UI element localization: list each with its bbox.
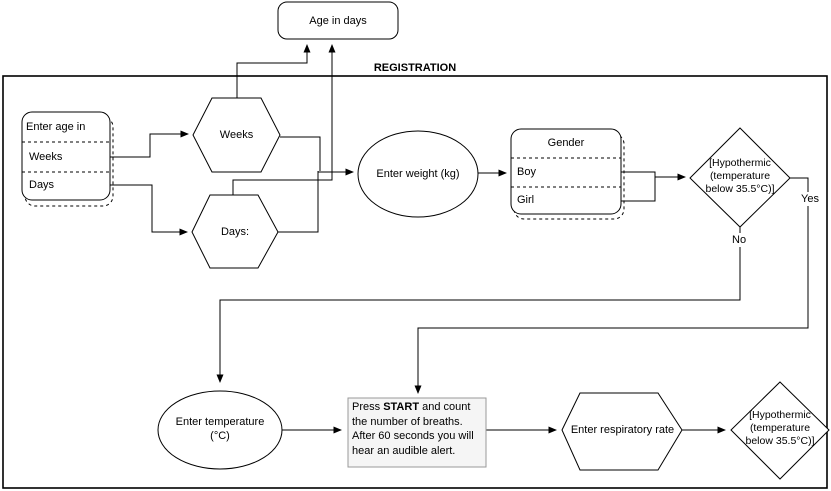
gender-row-boy: Boy: [517, 166, 536, 178]
respiratory-label: Enter respiratory rate: [570, 424, 675, 436]
hypothermic-top-diamond[interactable]: [689, 127, 791, 228]
temperature-line2: (°C): [210, 430, 230, 442]
edge-weeksrow-to-weekshex: [110, 130, 189, 158]
age-in-days-label: Age in days: [309, 15, 367, 27]
press-start-note[interactable]: [347, 397, 487, 468]
temperature-label: Enter temperature (°C): [158, 415, 282, 443]
gender-node[interactable]: [510, 128, 622, 215]
press-start-prefix: Press: [352, 401, 384, 413]
hypothermic-bottom-line1: [Hypothermic: [749, 409, 811, 421]
hypothermic-bottom-line2: (temperature: [749, 422, 811, 434]
weeks-hexagon-label: Weeks: [219, 129, 254, 141]
edge-days-to-ageindays: [232, 44, 336, 195]
temperature-line1: Enter temperature: [175, 416, 265, 428]
no-edge-label: No: [731, 233, 748, 247]
hypothermic-bottom-diamond[interactable]: [730, 381, 830, 480]
days-hexagon-label: Days:: [220, 226, 250, 238]
hypothermic-top-line3: below 35.5°C)]: [705, 183, 775, 195]
hypothermic-top-line2: (temperature: [709, 170, 771, 182]
edge-no-path: [216, 227, 741, 383]
press-start-suffix: and count: [419, 401, 471, 413]
age-in-days-node[interactable]: [277, 1, 399, 40]
respiratory-hexagon[interactable]: [561, 392, 683, 471]
gender-row-girl: Girl: [517, 194, 535, 206]
age-list-row-weeks: Weeks: [29, 151, 63, 163]
edge-daysrow-to-dayshex: [110, 184, 188, 236]
weight-label: Enter weight (kg): [376, 168, 460, 180]
press-start-bold: START: [383, 401, 420, 413]
hypothermic-bottom-line3: below 35.5°C)]: [745, 435, 815, 447]
edge-weeks-merge: [280, 136, 321, 171]
age-list-header: Enter age in: [26, 121, 86, 133]
temperature-ellipse[interactable]: [157, 390, 283, 470]
yes-edge-label: Yes: [800, 192, 820, 206]
edge-days-merge: [278, 171, 319, 233]
press-start-text: Press START and count the number of brea…: [352, 400, 484, 458]
weight-ellipse[interactable]: [357, 130, 479, 218]
press-start-line4: hear an audible alert.: [352, 444, 456, 457]
gender-header: Gender: [547, 137, 585, 149]
days-hexagon[interactable]: [191, 194, 279, 269]
press-start-line2: the number of breaths.: [352, 415, 463, 428]
registration-title: REGISTRATION: [373, 62, 457, 74]
hypothermic-bottom-label: [Hypothermic (temperature below 35.5°C)]: [732, 409, 828, 448]
hypothermic-top-line1: [Hypothermic: [709, 157, 771, 169]
press-start-line3: After 60 seconds you will: [352, 430, 474, 442]
edge-yes-path: [414, 177, 809, 394]
edge-gender-bracket: [621, 171, 656, 202]
age-list-row-days: Days: [29, 179, 55, 191]
hypothermic-top-label: [Hypothermic (temperature below 35.5°C)]: [692, 157, 788, 196]
edge-weeks-to-ageindays: [236, 44, 311, 98]
weeks-hexagon[interactable]: [192, 97, 281, 173]
age-list-node[interactable]: [21, 111, 111, 201]
registration-container: [2, 75, 828, 489]
